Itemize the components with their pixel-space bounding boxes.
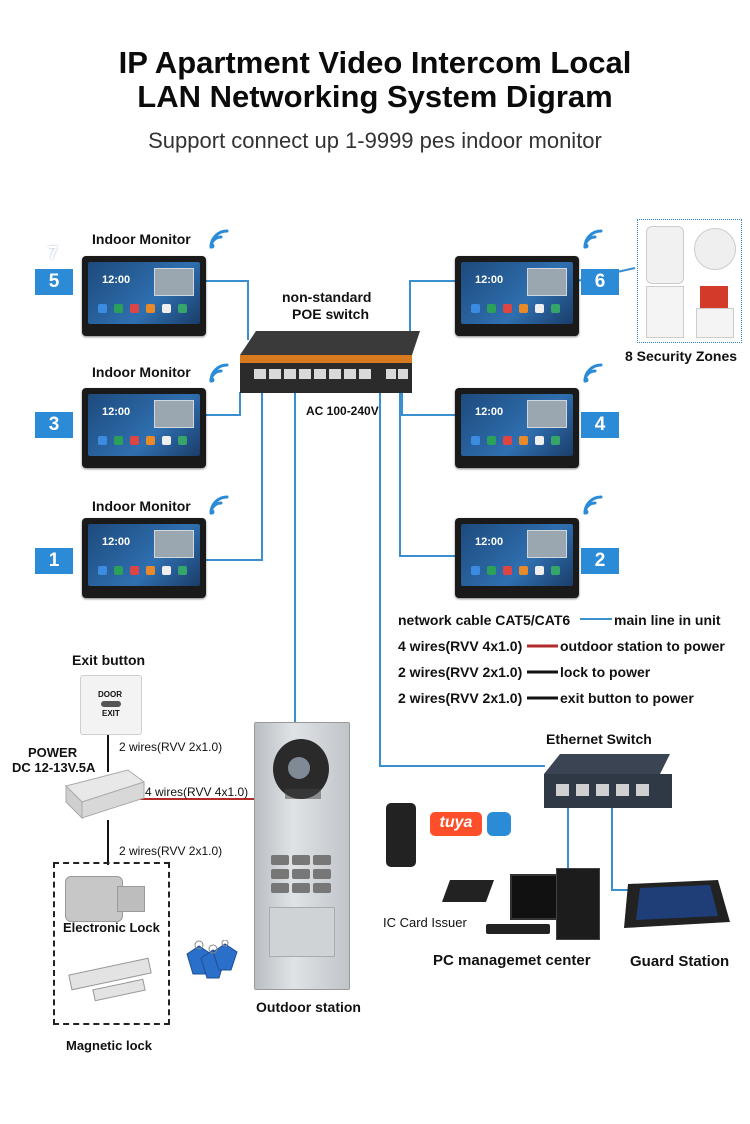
call-buttons [271, 855, 331, 895]
exit-plate-door: DOOR [98, 690, 122, 699]
indoor-monitor-1: 12:00 [82, 518, 206, 598]
legend-4-meaning: exit button to power [560, 690, 694, 706]
exit-plate-exit: EXIT [102, 709, 120, 718]
speaker-icon [285, 789, 321, 799]
monitor-clock: 12:00 [102, 406, 131, 418]
keyboard-icon [486, 924, 550, 934]
poe-switch-label-1: non-standard [282, 289, 372, 305]
indoor-monitor-6: 12:00 [455, 256, 579, 336]
legend-1-text: network cable CAT5/CAT6 [398, 612, 571, 628]
outdoor-station-label: Outdoor station [256, 999, 361, 1015]
legend-2-meaning: outdoor station to power [560, 638, 725, 654]
siren-base-icon [696, 308, 734, 338]
title-line-1: IP Apartment Video Intercom Local [118, 45, 632, 80]
indoor-monitor-label-3: Indoor Monitor [92, 364, 191, 380]
electronic-lock-label: Electronic Lock [63, 920, 160, 935]
wifi-icon [583, 495, 603, 515]
legend-3-text: 2 wires(RVV 2x1.0) [398, 664, 523, 680]
electronic-lock-icon [65, 876, 123, 922]
card-reader-icon [269, 907, 335, 957]
security-zones-box [637, 219, 742, 343]
outdoor-station [254, 722, 350, 990]
ethernet-switch-icon [544, 754, 672, 808]
pc-tower-icon [556, 868, 600, 940]
monitor-number-2: 2 [581, 548, 619, 574]
wifi-icon [209, 495, 229, 515]
siren-icon [700, 286, 728, 308]
line-monitor-4 [401, 392, 457, 416]
monitor-number-1: 1 [35, 548, 73, 574]
title-line-2: LAN Networking System Digram [137, 79, 613, 114]
wire-power-to-lock: 2 wires(RVV 2x1.0) [119, 844, 223, 858]
pir-sensor-icon [646, 226, 684, 284]
door-sensor-icon [646, 286, 684, 338]
ic-card-issuer-label: IC Card Issuer [383, 915, 467, 930]
wire-power-to-outdoor: 4 wires(RVV 4x1.0) [145, 785, 249, 799]
monitor-clock: 12:00 [475, 406, 504, 418]
line-monitor-5 [206, 280, 249, 340]
tuya-logo: tuya [430, 812, 482, 836]
power-supply-icon [65, 769, 146, 820]
subtitle: Support connect up 1-9999 pes indoor mon… [148, 128, 602, 153]
legend-1-meaning: main line in unit [614, 612, 721, 628]
guard-station-label: Guard Station [630, 953, 730, 970]
monitor-number-6: 6 [581, 269, 619, 295]
lock-group-box: Electronic Lock [53, 862, 170, 1025]
guard-station-icon [624, 880, 730, 928]
wifi-icon [209, 363, 229, 383]
indoor-monitor-5: 12:00 [82, 256, 206, 336]
wifi-icon [583, 363, 603, 383]
wire-exit-to-power: 2 wires(RVV 2x1.0) [119, 740, 223, 754]
exit-button-label: Exit button [72, 652, 146, 668]
smart-home-icon [487, 812, 511, 836]
line-monitor-6 [409, 280, 457, 335]
pc-center-label: PC managemet center [433, 952, 591, 969]
camera-lens-icon [288, 757, 310, 779]
ethernet-switch-label: Ethernet Switch [546, 731, 652, 747]
monitor-clock: 12:00 [475, 274, 504, 286]
card-issuer-icon [441, 880, 495, 902]
poe-switch-icon [240, 331, 420, 393]
poe-switch-label-2: POE switch [292, 306, 370, 322]
monitor-clock: 12:00 [475, 536, 504, 548]
extra-number-7: 7 [48, 243, 59, 263]
indoor-monitor-2: 12:00 [455, 518, 579, 598]
rfid-tags-icon [186, 940, 238, 979]
security-zones-label: 8 Security Zones [625, 348, 738, 364]
exit-button-plate: DOOR EXIT [80, 675, 142, 735]
line-monitor-3 [206, 392, 241, 416]
monitor-number-3: 3 [35, 412, 73, 438]
line-monitor-1 [206, 392, 263, 561]
indoor-monitor-label-5: Indoor Monitor [92, 231, 191, 247]
line-monitor-2 [399, 392, 457, 557]
indoor-monitor-label-1: Indoor Monitor [92, 498, 191, 514]
smartphone-icon [386, 803, 416, 867]
power-label-2: DC 12-13V.5A [12, 760, 96, 775]
line-ethernet [379, 392, 545, 767]
monitor-clock: 12:00 [102, 536, 131, 548]
monitor-number-4: 4 [581, 412, 619, 438]
indoor-monitor-4: 12:00 [455, 388, 579, 468]
wifi-icon [209, 229, 229, 249]
poe-switch-power: AC 100-240V [306, 404, 379, 418]
smoke-detector-icon [694, 228, 736, 270]
legend-2-text: 4 wires(RVV 4x1.0) [398, 638, 523, 654]
legend-4-text: 2 wires(RVV 2x1.0) [398, 690, 523, 706]
wifi-icon [583, 229, 603, 249]
power-label-1: POWER [28, 745, 78, 760]
indoor-monitor-3: 12:00 [82, 388, 206, 468]
lock-strike-icon [117, 886, 145, 912]
legend-3-meaning: lock to power [560, 664, 651, 680]
magnetic-lock-label: Magnetic lock [66, 1038, 152, 1053]
monitor-number-5: 5 [35, 269, 73, 295]
key-icon [101, 701, 121, 707]
monitor-clock: 12:00 [102, 274, 131, 286]
